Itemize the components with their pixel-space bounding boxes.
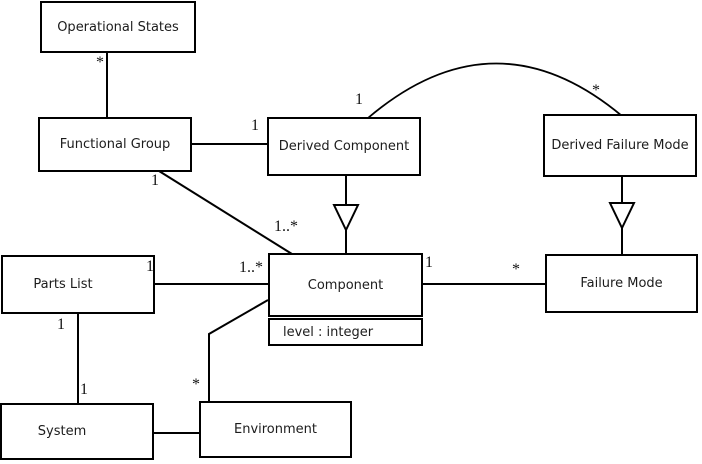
class-box-failure-mode: Failure Mode [545,254,698,313]
class-box-system: System [0,403,154,460]
multiplicity-parts-list-end-to-system: 1 [57,316,65,333]
class-name-failure-mode: Failure Mode [580,276,663,291]
multiplicity-operational-states-end: * [96,54,104,71]
edge-functional-group-component [158,170,293,255]
class-attributes-component: level : integer [268,318,423,346]
class-box-derived-component: Derived Component [267,117,421,176]
class-box-environment: Environment [199,401,352,458]
edge-derived-component-derived-failure-mode [367,62,623,119]
multiplicity-component-end-to-failure-mode: 1 [425,254,433,271]
class-name-system: System [37,424,87,439]
edge-component-environment [208,299,269,402]
class-name-derived-failure-mode: Derived Failure Mode [551,138,689,153]
class-name-operational-states: Operational States [57,19,179,35]
multiplicity-curve-derived-failure-mode-end: * [592,82,600,99]
generalization-triangle-derived-component [332,204,360,233]
generalization-triangle-derived-failure-mode [608,202,636,231]
multiplicity-failure-mode-end: * [512,261,520,278]
class-box-derived-failure-mode: Derived Failure Mode [543,114,697,177]
class-box-component: Component [268,253,423,317]
multiplicity-derived-component-end: 1 [251,117,259,134]
class-box-operational-states: Operational States [40,1,196,53]
multiplicity-component-end-from-functional-group: 1..* [274,218,298,235]
multiplicity-curve-derived-component-end: 1 [355,91,363,108]
multiplicity-parts-list-end: 1 [146,258,154,275]
attribute-level-integer: level : integer [283,324,374,340]
class-name-component: Component [307,277,384,293]
class-name-environment: Environment [233,422,317,437]
class-name-derived-component: Derived Component [278,139,410,154]
class-name-functional-group: Functional Group [59,137,171,152]
class-box-parts-list: Parts List [1,255,155,314]
multiplicity-functional-group-end: 1 [151,172,159,189]
multiplicity-system-end: 1 [80,381,88,398]
multiplicity-component-end-from-parts-list: 1..* [239,259,263,276]
class-box-functional-group: Functional Group [38,117,192,172]
multiplicity-environment-end: * [192,376,200,393]
class-name-parts-list: Parts List [33,277,93,292]
